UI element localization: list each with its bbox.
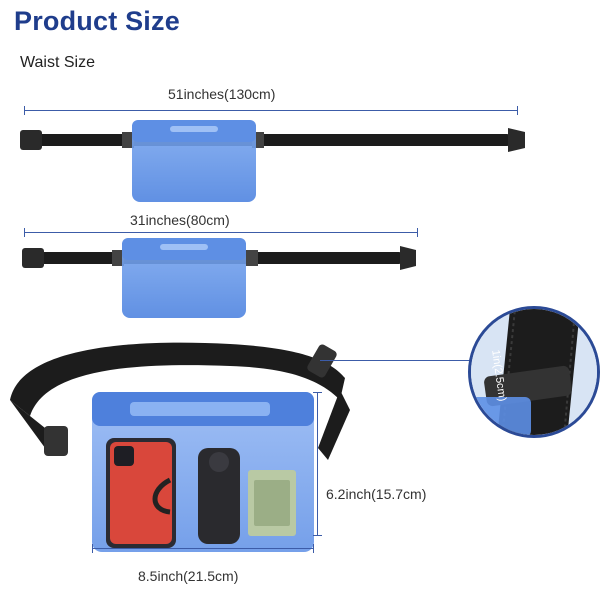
magnifier-icon: 1in(2.5cm)	[468, 306, 600, 438]
pouch-height-label: 6.2inch(15.7cm)	[326, 486, 427, 502]
pouch-width-label: 8.5inch(21.5cm)	[138, 568, 239, 584]
waist-min-label: 31inches(80cm)	[130, 212, 230, 228]
waist-pack-long-belt	[20, 120, 525, 202]
waist-min-dimension-line	[24, 228, 418, 237]
waist-max-label: 51inches(130cm)	[168, 86, 276, 102]
magnifier-connector-line	[320, 360, 470, 361]
waist-max-dimension-line	[24, 106, 518, 115]
pouch-width-dimension-line	[92, 544, 314, 553]
strap-detail-illustration	[471, 309, 597, 435]
pouch-height-dimension-line	[313, 392, 322, 536]
section-subtitle: Waist Size	[20, 54, 95, 71]
waist-pack-large-view	[10, 342, 350, 552]
waist-pack-short-belt	[22, 238, 416, 318]
page-title: Product Size	[14, 6, 180, 36]
